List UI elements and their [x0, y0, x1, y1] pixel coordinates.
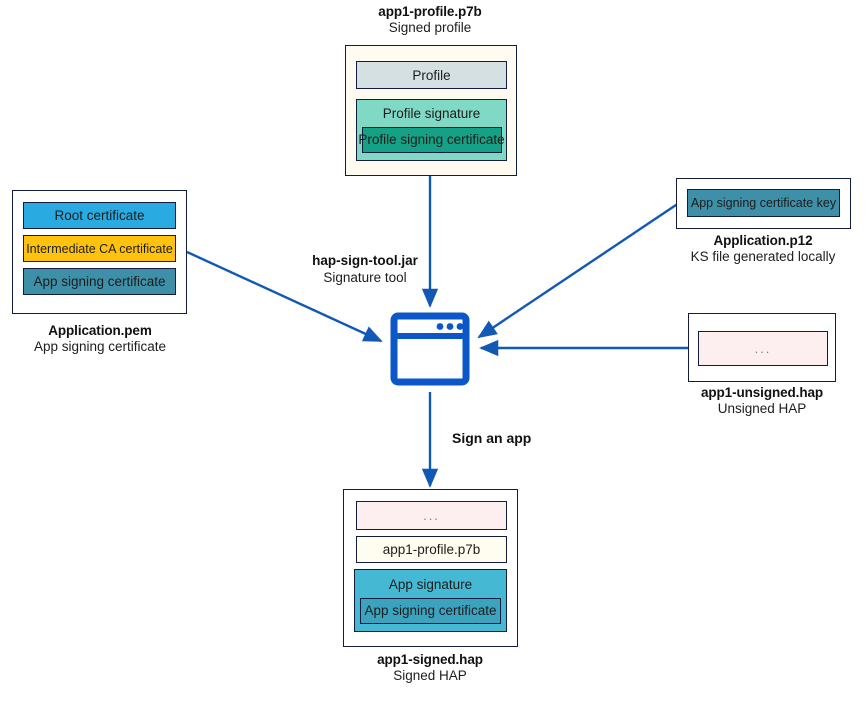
p12-card-title: Application.p12: [713, 233, 813, 248]
signed-hap-profile-block[interactable]: app1-profile.p7b: [356, 536, 507, 563]
unsigned-hap-content-label: ...: [754, 341, 772, 356]
profile-block[interactable]: Profile: [356, 61, 507, 89]
p12-block-app-signing-certificate-key[interactable]: App signing certificate key: [687, 189, 840, 217]
app-signature-label: App signature: [388, 577, 473, 592]
pem-card[interactable]: Root certificate Intermediate CA certifi…: [12, 190, 187, 314]
profile-signing-certificate-block[interactable]: Profile signing certificate: [358, 126, 505, 153]
p12-card-caption: Application.p12 KS file generated locall…: [663, 233, 863, 266]
profile-card-title: app1-profile.p7b: [378, 4, 482, 19]
unsigned-hap-card[interactable]: ...: [688, 313, 836, 382]
profile-signing-certificate-label: Profile signing certificate: [358, 132, 505, 147]
pem-card-title: Application.pem: [48, 323, 152, 338]
hap-sign-tool-subtitle: Signature tool: [323, 269, 407, 285]
profile-block-label: Profile: [412, 67, 451, 83]
app-window-icon[interactable]: [390, 312, 470, 386]
profile-signature-block[interactable]: Profile signature Profile signing certif…: [356, 99, 507, 161]
signed-hap-caption: app1-signed.hap Signed HAP: [330, 652, 530, 685]
arrow-p12-to-tool: [477, 202, 680, 339]
hap-sign-tool-title: hap-sign-tool.jar: [312, 253, 418, 268]
app-signature-block[interactable]: App signature App signing certificate: [354, 569, 507, 632]
signed-hap-app-signing-certificate-label: App signing certificate: [364, 603, 497, 618]
pem-card-subtitle: App signing certificate: [33, 339, 167, 355]
profile-card-subtitle: Signed profile: [388, 20, 472, 36]
pem-block-intermediate-ca-certificate-label: Intermediate CA certificate: [26, 241, 173, 256]
hap-sign-tool-label: hap-sign-tool.jar Signature tool: [245, 253, 485, 287]
signed-hap-app-signing-certificate-block[interactable]: App signing certificate: [360, 597, 501, 624]
signed-hap-content-label: ...: [423, 508, 440, 523]
pem-block-root-certificate[interactable]: Root certificate: [23, 202, 176, 229]
signed-hap-title: app1-signed.hap: [377, 652, 483, 667]
unsigned-hap-title: app1-unsigned.hap: [700, 385, 824, 400]
signed-hap-profile-label: app1-profile.p7b: [382, 542, 481, 557]
hap-sign-tool-icon-wrapper[interactable]: [390, 312, 470, 386]
profile-card[interactable]: Profile Profile signature Profile signin…: [345, 45, 517, 176]
unsigned-hap-subtitle: Unsigned HAP: [717, 401, 807, 417]
sign-an-app-label: Sign an app: [452, 430, 532, 446]
pem-block-intermediate-ca-certificate[interactable]: Intermediate CA certificate: [23, 235, 176, 262]
unsigned-hap-caption: app1-unsigned.hap Unsigned HAP: [662, 385, 862, 418]
profile-signature-label: Profile signature: [382, 106, 481, 121]
profile-card-caption: app1-profile.p7b Signed profile: [330, 4, 530, 37]
pem-card-caption: Application.pem App signing certificate: [0, 323, 200, 356]
signed-hap-card[interactable]: ... app1-profile.p7b App signature App s…: [343, 489, 518, 647]
p12-card-subtitle: KS file generated locally: [690, 249, 836, 265]
p12-block-app-signing-certificate-key-label: App signing certificate key: [690, 196, 837, 210]
signed-hap-content-block[interactable]: ...: [356, 501, 507, 530]
pem-block-app-signing-certificate[interactable]: App signing certificate: [23, 268, 176, 295]
p12-card[interactable]: App signing certificate key: [676, 178, 851, 229]
pem-block-app-signing-certificate-label: App signing certificate: [33, 274, 166, 289]
pem-block-root-certificate-label: Root certificate: [54, 208, 145, 223]
signed-hap-subtitle: Signed HAP: [393, 668, 467, 684]
unsigned-hap-content-block[interactable]: ...: [698, 331, 828, 366]
